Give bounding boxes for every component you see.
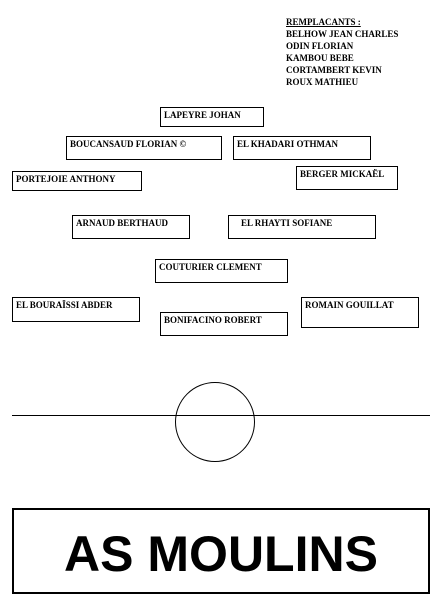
player-box: ROMAIN GOUILLAT — [301, 297, 419, 328]
substitutes-title: REMPLACANTS : — [286, 17, 361, 27]
player-box: BOUCANSAUD FLORIAN © — [66, 136, 222, 160]
substitute-name: KAMBOU BEBE — [286, 53, 354, 63]
substitute-name: ROUX MATHIEU — [286, 77, 359, 87]
center-circle — [175, 382, 255, 462]
player-box: ARNAUD BERTHAUD — [72, 215, 190, 239]
substitute-name: CORTAMBERT KEVIN — [286, 65, 382, 75]
player-box: COUTURIER CLEMENT — [155, 259, 288, 283]
team-name: AS MOULINS — [64, 526, 378, 582]
player-box: EL KHADARI OTHMAN — [233, 136, 371, 160]
player-box: LAPEYRE JOHAN — [160, 107, 264, 127]
substitute-name: BELHOW JEAN CHARLES — [286, 29, 399, 39]
player-box: EL BOURAÏSSI ABDER — [12, 297, 140, 322]
team-name-box: AS MOULINS — [12, 508, 430, 594]
substitutes-list: REMPLACANTS : BELHOW JEAN CHARLES ODIN F… — [286, 16, 398, 88]
player-box: PORTEJOIE ANTHONY — [12, 171, 142, 191]
player-box: EL RHAYTI SOFIANE — [228, 215, 376, 239]
substitute-name: ODIN FLORIAN — [286, 41, 354, 51]
player-box: BERGER MICKAËL — [296, 166, 398, 190]
player-box: BONIFACINO ROBERT — [160, 312, 288, 336]
